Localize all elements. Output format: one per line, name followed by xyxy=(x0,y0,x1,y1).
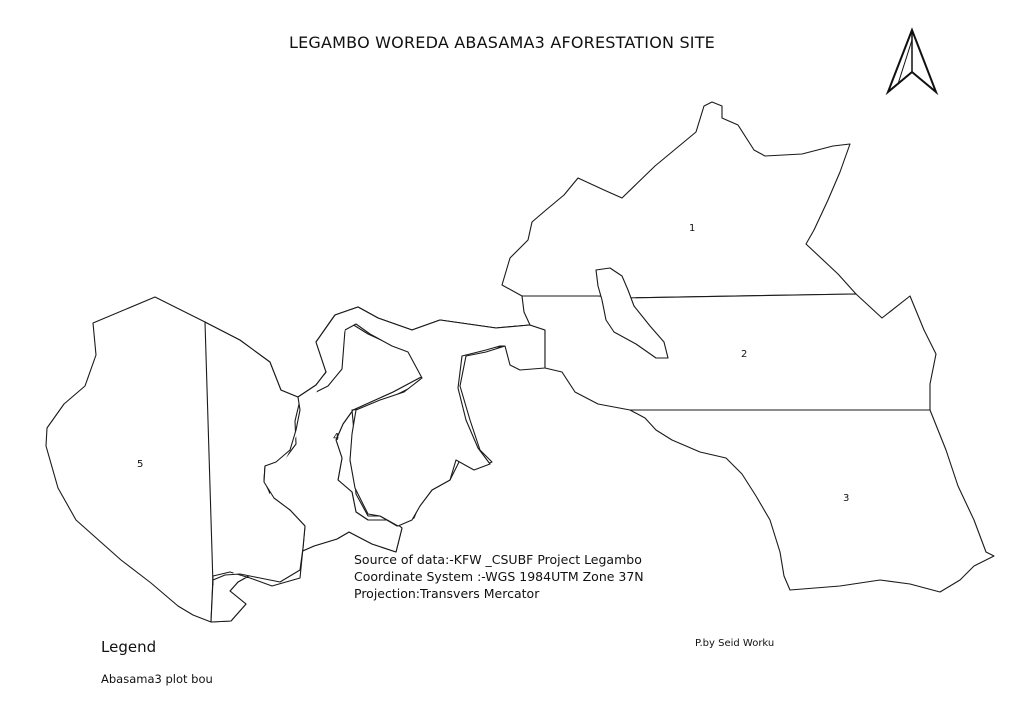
north-arrow-icon xyxy=(885,27,939,96)
plot-5-divider xyxy=(204,321,214,586)
plot-2-boundary xyxy=(521,293,937,411)
plot-label-2: 2 xyxy=(741,349,747,360)
coordinate-system-text: Coordinate System :-WGS 1984UTM Zone 37N xyxy=(354,569,644,584)
plot-label-1: 1 xyxy=(689,223,695,234)
legend-title: Legend xyxy=(101,638,157,656)
projection-text: Projection:Transvers Mercator xyxy=(354,586,540,601)
plot-label-5: 5 xyxy=(137,459,143,470)
plot-2-island xyxy=(595,267,669,359)
plot-3-boundary xyxy=(629,409,995,593)
plot-label-4: 4 xyxy=(333,432,339,443)
plot-1-boundary xyxy=(501,101,857,299)
map-title: LEGAMBO WOREDA ABASAMA3 AFORESTATION SIT… xyxy=(289,33,715,52)
data-source-text: Source of data:-KFW _CSUBF Project Legam… xyxy=(354,552,642,567)
author-credit: P.by Seid Worku xyxy=(695,638,775,649)
legend-item: Abasama3 plot bou xyxy=(101,672,213,686)
plot-label-3: 3 xyxy=(843,493,849,504)
map-info: Source of data:-KFW _CSUBF Project Legam… xyxy=(354,551,644,602)
plot-4-interior xyxy=(210,306,546,623)
